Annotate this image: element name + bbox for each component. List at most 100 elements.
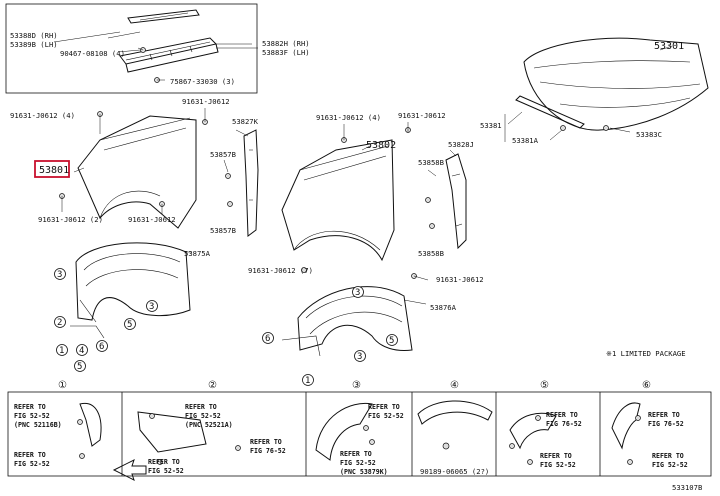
refer-to-label[interactable]: (PNC 52116B) — [14, 421, 62, 429]
refer-to-label[interactable]: REFER TO — [14, 403, 46, 411]
part-label[interactable]: 53383C — [636, 130, 662, 139]
left-fender-drawing — [59, 108, 208, 229]
callout-number: 5 — [127, 320, 132, 330]
detail-panel-number: ② — [208, 380, 217, 391]
callout-marker[interactable]: 4 — [76, 344, 88, 357]
right-fender-drawing — [281, 122, 429, 281]
callout-number: 3 — [355, 288, 360, 298]
part-label[interactable]: 53827K — [232, 117, 259, 126]
refer-to-label[interactable]: FIG 52-52 — [340, 459, 376, 467]
callout-number: 3 — [57, 270, 62, 280]
callout-marker[interactable]: 5 — [386, 334, 398, 347]
right-wheel-liner-drawing — [281, 286, 427, 357]
refer-to-label[interactable]: REFER TO — [648, 411, 680, 419]
part-label[interactable]: 53876A — [430, 303, 457, 312]
detail-panel-number: ③ — [352, 380, 361, 391]
detail-panels: ① ② ③ ④ ⑤ ⑥ REFER TO FIG 52-52 (PNC 5211… — [7, 380, 712, 481]
part-label[interactable]: 90467-08108 (4) — [60, 49, 125, 58]
part-label[interactable]: 53381 — [480, 121, 502, 130]
refer-to-label[interactable]: REFER TO — [368, 403, 400, 411]
part-label[interactable]: 53388D (RH) — [10, 31, 58, 40]
refer-to-label[interactable]: REFER TO — [14, 451, 46, 459]
part-label[interactable]: 75867-33030 (3) — [170, 77, 235, 86]
callout-marker[interactable]: 6 — [262, 332, 274, 345]
refer-to-label[interactable]: FIG 52-52 — [652, 461, 688, 469]
detail-panel-number: ⑥ — [642, 380, 651, 391]
hood-drawing — [507, 37, 709, 141]
fender-molding-drawing — [107, 9, 252, 83]
left-wheel-liner-drawing — [70, 242, 192, 339]
highlighted-part-box — [34, 160, 70, 178]
part-label[interactable]: 53802 — [366, 140, 396, 151]
refer-to-label[interactable]: FIG 76-52 — [648, 420, 684, 428]
part-label[interactable]: 90189-06065 (2?) — [420, 467, 489, 476]
part-label[interactable]: 91631-J0612 (4) — [316, 113, 381, 122]
refer-to-label[interactable]: (PNC 52521A) — [185, 421, 233, 429]
refer-to-label[interactable]: REFER TO — [185, 403, 217, 411]
refer-to-label[interactable]: REFER TO — [652, 452, 684, 460]
callout-marker[interactable]: 1 — [302, 374, 314, 387]
part-label[interactable]: 91631-J0612 — [436, 275, 484, 284]
refer-to-label[interactable]: FIG 76-52 — [546, 420, 582, 428]
part-label[interactable]: 53858B — [418, 158, 444, 167]
part-label[interactable]: 53883F (LH) — [262, 48, 310, 57]
refer-to-label[interactable]: FIG 76-52 — [250, 447, 286, 455]
part-label[interactable]: 53875A — [184, 249, 211, 258]
callout-number: 6 — [99, 342, 104, 352]
part-label[interactable]: 53857B — [210, 150, 236, 159]
callout-number: 4 — [79, 346, 84, 356]
part-label[interactable]: 91631-J0612 (2) — [38, 215, 103, 224]
part-label[interactable]: 53828J — [448, 140, 474, 149]
detail-panel-number: ⑤ — [540, 380, 549, 391]
part-label[interactable]: 53301 — [654, 41, 684, 52]
callout-marker[interactable]: 3 — [354, 350, 366, 363]
part-label[interactable]: 53882H (RH) — [262, 39, 310, 48]
callout-marker[interactable]: 2 — [54, 316, 66, 329]
refer-to-label[interactable]: REFER TO — [148, 458, 180, 466]
detail-panel-number: ① — [58, 380, 67, 391]
part-label[interactable]: 91631-J0612 — [182, 97, 230, 106]
detail-panels-frame — [7, 391, 712, 477]
part-label[interactable]: 91631-J0612 — [128, 215, 176, 224]
refer-to-label[interactable]: REFER TO — [250, 438, 282, 446]
part-label[interactable]: 91631-J0612 (7) — [248, 266, 313, 275]
limited-package-note: ※1 LIMITED PACKAGE — [606, 349, 686, 358]
callout-marker[interactable]: 3 — [54, 268, 66, 281]
part-label[interactable]: 53857B — [210, 226, 236, 235]
refer-to-label[interactable]: REFER TO — [340, 450, 372, 458]
callout-number: 3 — [149, 302, 154, 312]
refer-to-label[interactable]: FIG 52-52 — [14, 412, 50, 420]
refer-to-label[interactable]: REFER TO — [546, 411, 578, 419]
refer-to-label[interactable]: FIG 52-52 — [540, 461, 576, 469]
part-label[interactable]: 91631-J0612 — [398, 111, 446, 120]
bracket-left-drawing — [223, 129, 259, 237]
detail-panel-number: ④ — [450, 380, 459, 391]
callout-marker[interactable]: 5 — [74, 360, 86, 373]
refer-to-label[interactable]: FIG 52-52 — [185, 412, 221, 420]
part-label-highlighted[interactable]: 53801 — [39, 165, 69, 176]
callout-marker[interactable]: 5 — [124, 318, 136, 331]
part-label[interactable]: 53389B (LH) — [10, 40, 58, 49]
callout-number: 6 — [265, 334, 270, 344]
part-label[interactable]: 53858B — [418, 249, 444, 258]
refer-to-label[interactable]: FIG 52-52 — [148, 467, 184, 475]
callout-marker[interactable]: 3 — [146, 300, 158, 313]
callout-number: 1 — [305, 376, 310, 386]
bracket-right-drawing — [425, 149, 467, 250]
part-label[interactable]: 53381A — [512, 136, 539, 145]
callout-marker[interactable]: 3 — [352, 286, 364, 299]
drawing-code: 533107B — [672, 483, 702, 492]
molding-inset-box — [5, 3, 258, 94]
callouts: 3 1 2 4 5 6 5 3 6 3 5 1 3 — [54, 268, 398, 387]
refer-to-label[interactable]: (PNC 53879K) — [340, 468, 388, 476]
refer-to-label[interactable]: REFER TO — [540, 452, 572, 460]
refer-to-label[interactable]: FIG 52-52 — [14, 460, 50, 468]
callout-number: 1 — [59, 346, 64, 356]
part-label[interactable]: 91631-J0612 (4) — [10, 111, 75, 120]
refer-to-label[interactable]: FIG 52-52 — [368, 412, 404, 420]
callout-number: 2 — [57, 318, 62, 328]
callout-number: 5 — [389, 336, 394, 346]
callout-marker[interactable]: 6 — [96, 340, 108, 353]
callout-marker[interactable]: 1 — [56, 344, 68, 357]
callout-number: 5 — [77, 362, 82, 372]
